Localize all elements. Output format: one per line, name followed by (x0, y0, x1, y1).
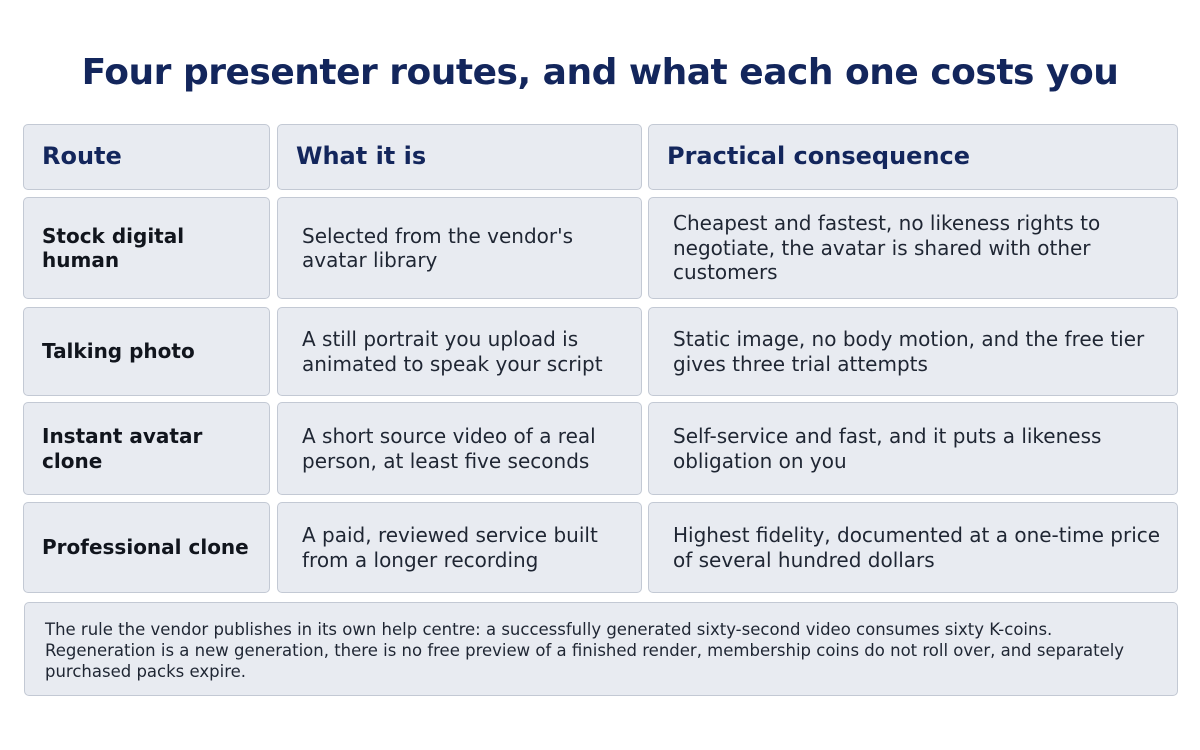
column-header-what-it-is: What it is (277, 124, 642, 190)
route-cell: Talking photo (23, 307, 270, 396)
page-title: Four presenter routes, and what each one… (81, 52, 1119, 93)
what-it-is-cell: A still portrait you upload is animated … (277, 307, 642, 396)
consequence-cell: Highest fidelity, documented at a one-ti… (648, 502, 1178, 593)
consequence-cell: Cheapest and fastest, no likeness rights… (648, 197, 1178, 299)
route-cell: Professional clone (23, 502, 270, 593)
column-header-route: Route (23, 124, 270, 190)
what-it-is-cell: Selected from the vendor's avatar librar… (277, 197, 642, 299)
route-cell: Instant avatar clone (23, 402, 270, 495)
column-header-practical-consequence: Practical consequence (648, 124, 1178, 190)
route-cell: Stock digital human (23, 197, 270, 299)
footnote-box: The rule the vendor publishes in its own… (24, 602, 1178, 696)
consequence-cell: Static image, no body motion, and the fr… (648, 307, 1178, 396)
what-it-is-cell: A paid, reviewed service built from a lo… (277, 502, 642, 593)
consequence-cell: Self-service and fast, and it puts a lik… (648, 402, 1178, 495)
what-it-is-cell: A short source video of a real person, a… (277, 402, 642, 495)
